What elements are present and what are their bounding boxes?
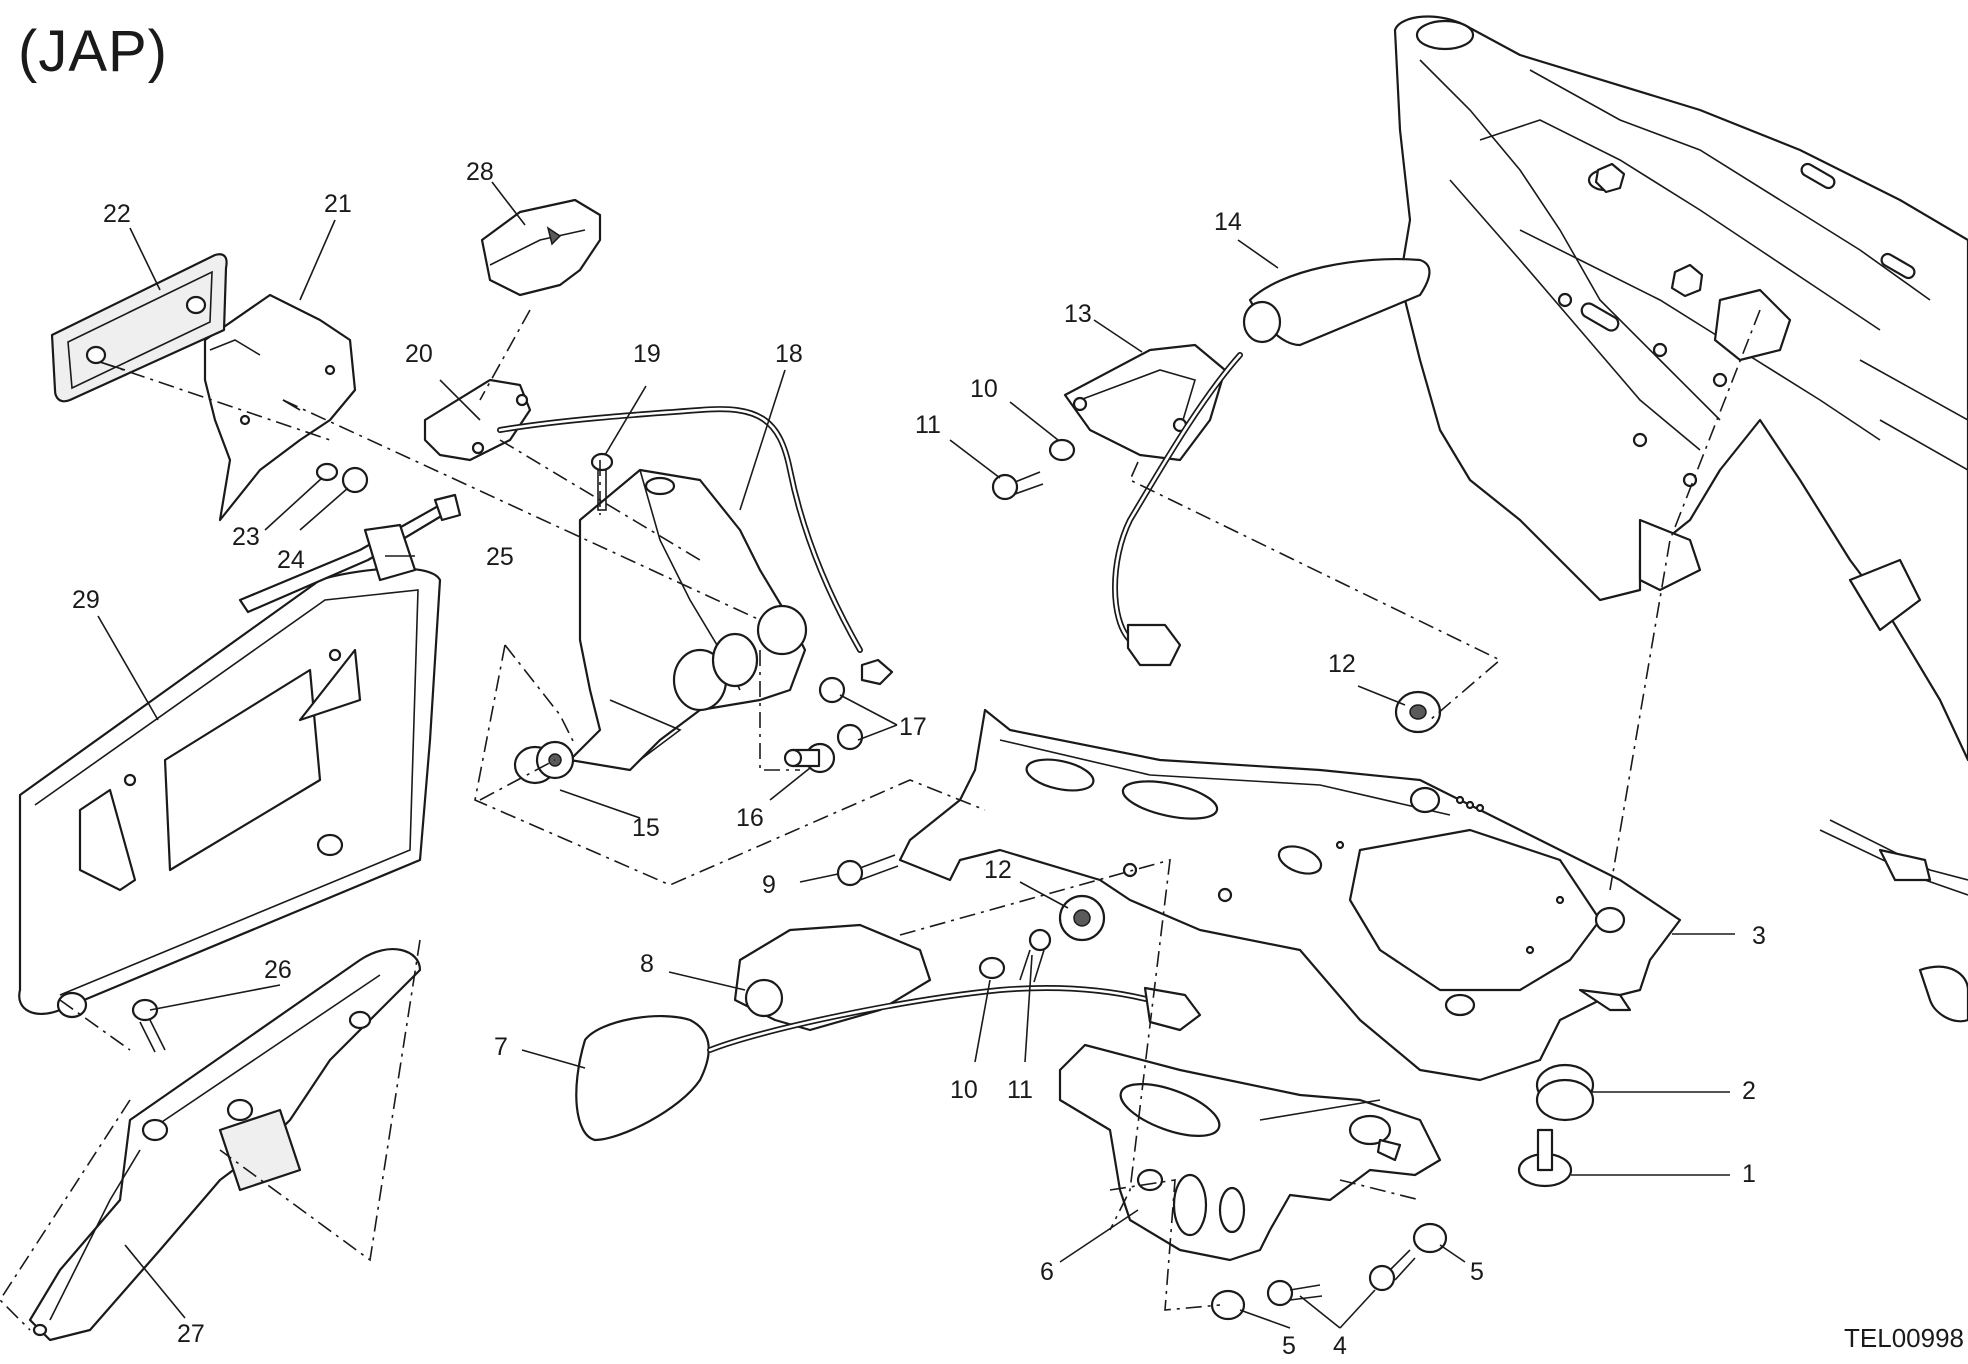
stud-part-1 — [1517, 1128, 1573, 1188]
grommet-part-12-upper — [1394, 690, 1442, 734]
washer-part-23 — [315, 462, 339, 482]
callout-12-a: 12 — [1328, 650, 1356, 678]
nut-part-17 — [818, 676, 864, 751]
license-light-housing-part-18 — [568, 468, 808, 772]
grommet-part-12-lower — [1058, 894, 1106, 942]
callout-5-a: 5 — [1470, 1258, 1484, 1286]
callout-11-a: 11 — [915, 411, 941, 439]
bush-part-2 — [1535, 1063, 1595, 1122]
cable-tie-part-25 — [238, 493, 462, 614]
callout-17: 17 — [899, 713, 927, 741]
rear-subframe — [1393, 15, 1968, 1023]
callout-24: 24 — [277, 546, 305, 574]
callout-12-b: 12 — [984, 856, 1012, 884]
screw-part-4 — [1266, 1249, 1416, 1307]
callout-11-b: 11 — [1007, 1076, 1033, 1104]
light-unit-part-28 — [480, 198, 602, 297]
callout-9: 9 — [762, 871, 776, 899]
screw-part-19 — [590, 452, 614, 511]
callout-5-b: 5 — [1282, 1332, 1296, 1360]
callout-27: 27 — [177, 1320, 205, 1348]
license-plate-holder-part-29 — [18, 567, 442, 1019]
screw-part-9 — [836, 854, 899, 887]
assembly-lines — [0, 309, 1761, 1331]
callout-15: 15 — [632, 814, 660, 842]
callout-1: 1 — [1742, 1160, 1756, 1188]
main-bracket-part-3 — [898, 708, 1682, 1082]
turn-signal-lens-part-14 — [1242, 257, 1431, 347]
spacer-part-16 — [783, 742, 836, 774]
lower-bracket-part-6 — [1058, 1043, 1442, 1262]
callout-4: 4 — [1333, 1332, 1347, 1360]
callout-20: 20 — [405, 340, 433, 368]
reflector-part-22 — [50, 253, 228, 403]
callout-7: 7 — [494, 1033, 508, 1061]
callout-14: 14 — [1214, 208, 1242, 236]
callout-13: 13 — [1064, 300, 1092, 328]
callout-3: 3 — [1752, 922, 1766, 950]
callout-29: 29 — [72, 586, 100, 614]
diagram-region-label: (JAP) — [18, 19, 168, 84]
light-unit-part-20 — [423, 378, 532, 462]
callout-2: 2 — [1742, 1077, 1756, 1105]
leader-lines — [97, 181, 1735, 1329]
plate-bracket-part-27 — [28, 948, 422, 1342]
drawing-code: TEL00998 — [1844, 1323, 1964, 1353]
screw-part-26 — [131, 998, 166, 1053]
washer-part-10-lower — [978, 956, 1006, 980]
callout-21: 21 — [324, 190, 352, 218]
bracket-part-21 — [203, 293, 357, 522]
callout-26: 26 — [264, 956, 292, 984]
callout-23: 23 — [232, 523, 260, 551]
callout-25: 25 — [486, 543, 514, 571]
callout-8: 8 — [640, 950, 654, 978]
callout-10-b: 10 — [950, 1076, 978, 1104]
turn-signal-lens-part-7 — [575, 1014, 710, 1142]
callout-28: 28 — [466, 158, 494, 186]
callout-18: 18 — [775, 340, 803, 368]
callout-22: 22 — [103, 200, 131, 228]
nut-part-5 — [1210, 1222, 1448, 1321]
callout-10-a: 10 — [970, 375, 998, 403]
callout-6: 6 — [1040, 1258, 1054, 1286]
callout-19: 19 — [633, 340, 661, 368]
turn-signal-body-part-8 — [733, 923, 932, 1032]
grommet-part-15 — [513, 740, 575, 785]
washer-part-10-upper — [1048, 438, 1076, 462]
screw-part-11-upper — [991, 471, 1044, 501]
nut-part-24 — [341, 466, 369, 494]
screw-part-11-lower — [1019, 928, 1052, 983]
callout-16: 16 — [736, 804, 764, 832]
callout-labels: 1 2 3 4 5 5 6 7 8 9 10 10 11 11 12 12 13… — [72, 158, 1766, 1360]
